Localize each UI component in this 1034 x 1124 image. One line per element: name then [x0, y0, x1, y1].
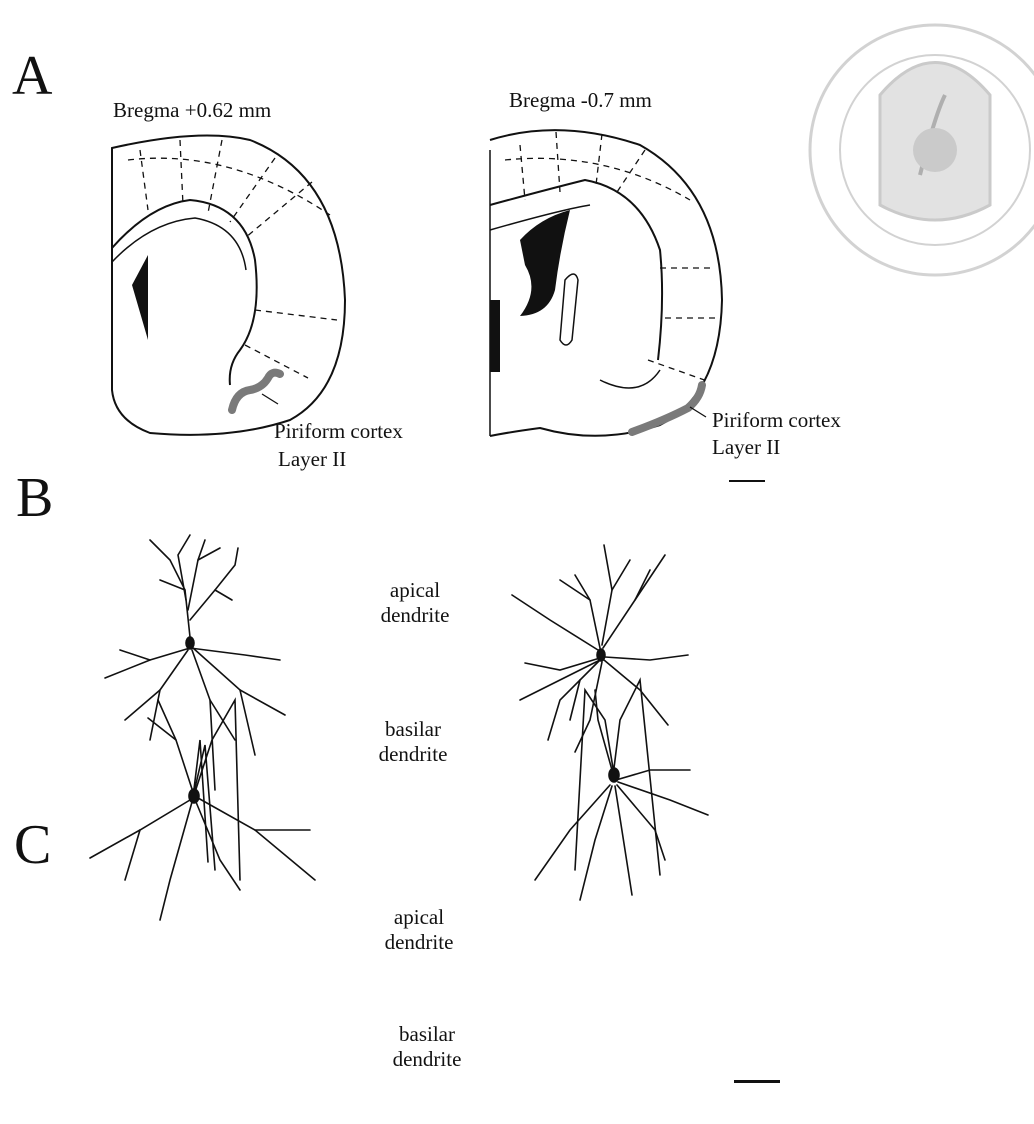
piriform-left-label-1: Piriform cortex [274, 419, 403, 444]
apical-label-c-line2: dendrite [364, 930, 474, 955]
university-seal-watermark [810, 25, 1034, 275]
basilar-label-c-line2: dendrite [372, 1047, 482, 1072]
basilar-label-b: basilar dendrite [358, 717, 468, 767]
basilar-label-b-line2: dendrite [358, 742, 468, 767]
neuron-c-left [90, 700, 315, 920]
basilar-label-c-line1: basilar [372, 1022, 482, 1047]
coronal-section-right [490, 130, 722, 436]
piriform-right-label-2: Layer II [712, 435, 780, 460]
coronal-section-left [112, 136, 345, 435]
bregma-left-title: Bregma +0.62 mm [113, 98, 271, 123]
panel-letter-b: B [16, 470, 53, 526]
scale-bar-c [734, 1080, 780, 1083]
apical-label-b: apical dendrite [360, 578, 470, 628]
piriform-right-label-1: Piriform cortex [712, 408, 841, 433]
panel-letter-a: A [12, 48, 52, 104]
neuron-b-right [512, 545, 688, 752]
basilar-label-b-line1: basilar [358, 717, 468, 742]
basilar-label-c: basilar dendrite [372, 1022, 482, 1072]
neuron-c-right [535, 680, 708, 900]
piriform-highlight-left [232, 373, 280, 410]
apical-label-c-line1: apical [364, 905, 474, 930]
apical-label-b-line2: dendrite [360, 603, 470, 628]
apical-label-c: apical dendrite [364, 905, 474, 955]
piriform-left-label-2: Layer II [278, 447, 346, 472]
panel-letter-c: C [14, 817, 51, 873]
neuron-b-left [105, 535, 285, 790]
bregma-right-title: Bregma -0.7 mm [509, 88, 652, 113]
apical-label-b-line1: apical [360, 578, 470, 603]
scale-bar-a [729, 480, 765, 482]
